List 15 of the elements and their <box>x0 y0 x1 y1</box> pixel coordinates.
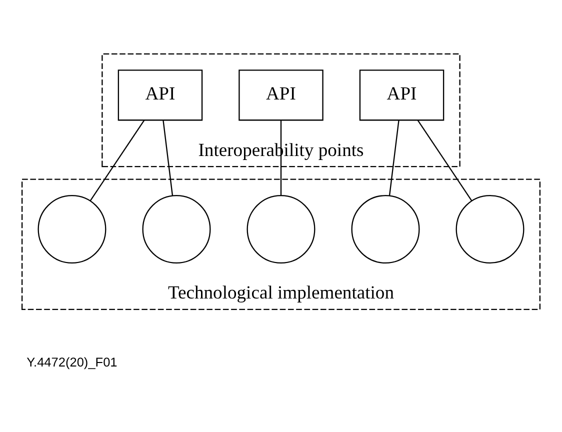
label: Y.4472(20)_F01 <box>26 354 118 370</box>
connector <box>280 120 282 195</box>
node-box: API <box>359 69 444 120</box>
connector <box>90 119 145 201</box>
connector <box>417 119 472 201</box>
cluster: Technological implementation <box>21 178 541 310</box>
node-circle <box>456 194 524 264</box>
connector <box>162 120 174 196</box>
node-box: API <box>118 69 203 120</box>
node-circle <box>246 194 316 264</box>
connector <box>388 120 400 196</box>
node-circle <box>142 194 211 264</box>
node-circle <box>38 194 106 264</box>
node-circle <box>351 194 420 264</box>
node-box: API <box>238 69 324 120</box>
